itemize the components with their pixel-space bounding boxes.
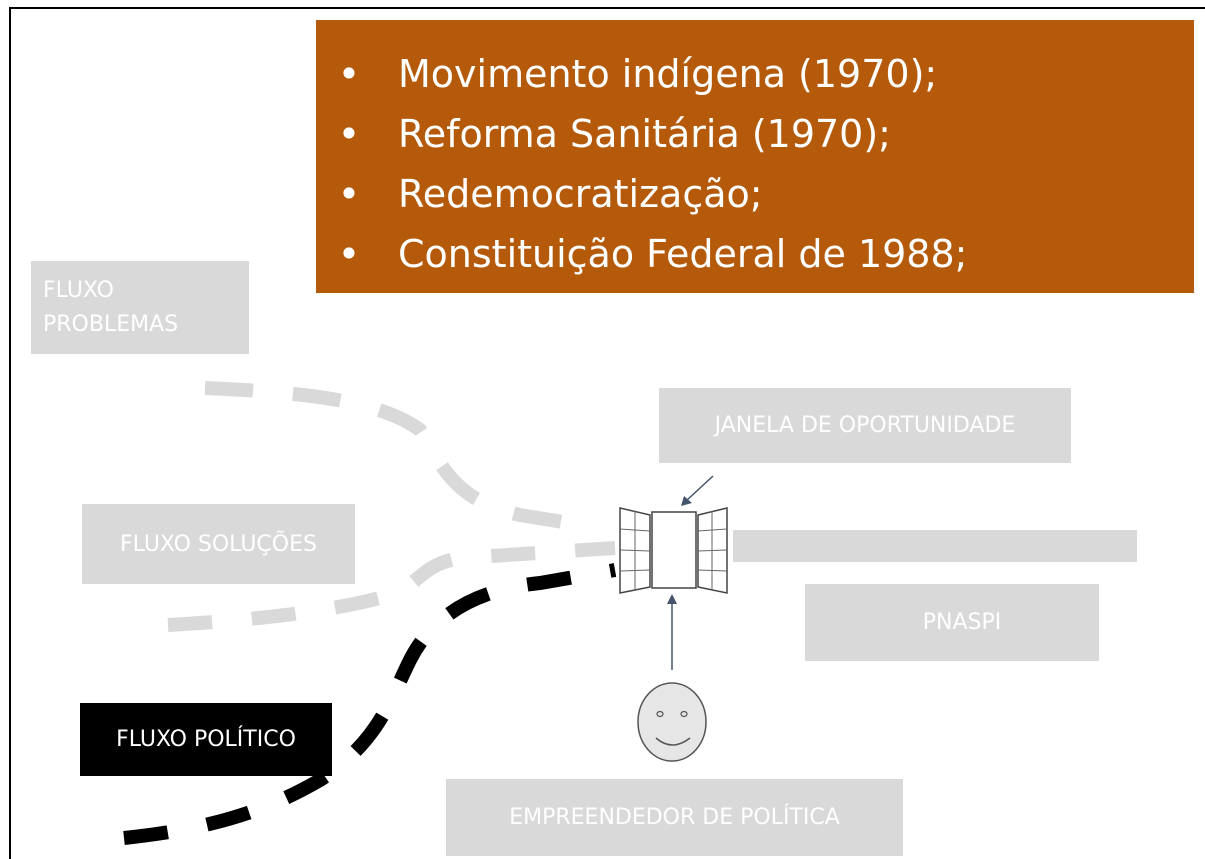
bullet-item: • Constituição Federal de 1988;	[334, 224, 1194, 284]
context-bullet-list: • Movimento indígena (1970); • Reforma San…	[334, 44, 1194, 284]
fluxo-solucoes-label: FLUXO SOLUÇÕES	[82, 504, 355, 584]
bullet-marker: •	[337, 172, 361, 216]
fluxo-problemas-text: FLUXO PROBLEMAS	[43, 277, 179, 337]
janela-oportunidade-text: JANELA DE OPORTUNIDADE	[714, 413, 1016, 438]
frame-top-border	[9, 7, 1205, 9]
bullet-text: Movimento indígena (1970);	[398, 52, 938, 96]
bullet-item: • Redemocratização;	[334, 164, 1194, 224]
entrepreneur-arrow	[667, 594, 677, 670]
outgoing-stream	[733, 530, 1137, 562]
fluxo-solucoes-text: FLUXO SOLUÇÕES	[120, 531, 317, 557]
fluxo-politico-text: FLUXO POLÍTICO	[116, 727, 296, 752]
fluxo-problemas-label: FLUXO PROBLEMAS	[31, 261, 249, 354]
bullet-marker: •	[337, 232, 361, 276]
empreendedor-label: EMPREENDEDOR DE POLÍTICA	[446, 779, 903, 856]
bullet-marker: •	[337, 112, 361, 156]
fluxo-politico-label: FLUXO POLÍTICO	[80, 703, 332, 776]
bullet-item: • Reforma Sanitária (1970);	[334, 104, 1194, 164]
smiley-face-icon	[637, 682, 707, 762]
context-bullet-box: • Movimento indígena (1970); • Reforma San…	[316, 20, 1194, 293]
bullet-marker: •	[337, 52, 361, 96]
pnaspi-label: PNASPI	[805, 584, 1099, 661]
bullet-text: Constituição Federal de 1988;	[398, 232, 968, 276]
bullet-item: • Movimento indígena (1970);	[334, 44, 1194, 104]
bullet-text: Reforma Sanitária (1970);	[398, 112, 891, 156]
pnaspi-text: PNASPI	[922, 610, 1002, 635]
window-icon	[619, 507, 728, 594]
frame-left-border	[9, 7, 11, 859]
bullet-text: Redemocratização;	[398, 172, 763, 216]
solutions-stream	[167, 541, 616, 632]
political-stream	[123, 563, 617, 845]
janela-oportunidade-label: JANELA DE OPORTUNIDADE	[659, 388, 1071, 463]
empreendedor-text: EMPREENDEDOR DE POLÍTICA	[509, 805, 840, 830]
janela-arrow	[681, 475, 714, 506]
problems-stream	[204, 381, 602, 535]
